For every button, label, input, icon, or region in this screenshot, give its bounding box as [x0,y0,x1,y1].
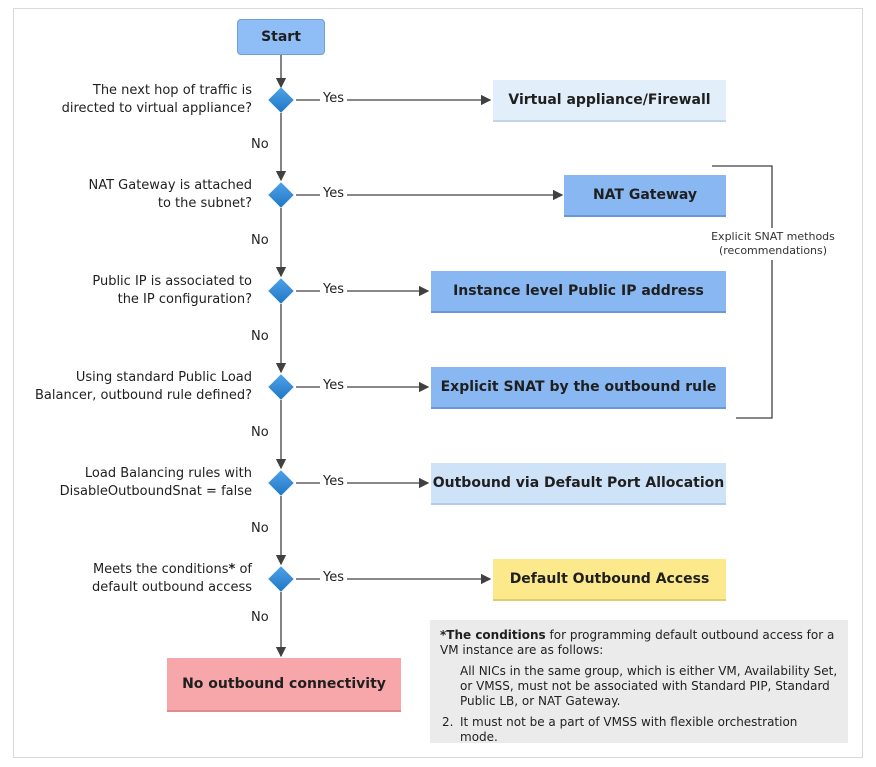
yes-label-1: Yes [320,91,347,106]
instance-public-ip-box: Instance level Public IP address [431,271,726,313]
nat-gateway-box: NAT Gateway [564,175,726,217]
start-node: Start [237,19,325,55]
yes-label-3: Yes [320,282,347,297]
yes-label-5: Yes [320,474,347,489]
question-6: Meets the conditions* of default outboun… [91,562,252,595]
condition-item-1: All NICs in the same group, which is eit… [460,664,838,708]
virtual-appliance-box: Virtual appliance/Firewall [493,80,726,122]
yes-label-2: Yes [320,186,347,201]
default-port-allocation-box: Outbound via Default Port Allocation [431,463,726,505]
yes-label-4: Yes [320,378,347,393]
yes-label-6: Yes [320,570,347,585]
snat-bracket [712,165,773,419]
no-outbound-connectivity-box: No outbound connectivity [167,658,401,712]
snat-methods-label: Explicit SNAT methods(recommendations) [706,228,840,260]
no-label-3: No [248,329,272,344]
no-label-2: No [248,233,272,248]
no-label-5: No [248,521,272,536]
explicit-snat-box: Explicit SNAT by the outbound rule [431,367,726,409]
no-label-4: No [248,425,272,440]
no-label-6: No [248,610,272,625]
no-label-1: No [248,137,272,152]
default-outbound-access-box: Default Outbound Access [493,559,726,601]
conditions-note: *The conditions for programming default … [430,620,848,744]
diagram-frame [13,8,863,758]
condition-item-2: 2. It must not be a part of VMSS with fl… [442,715,798,744]
